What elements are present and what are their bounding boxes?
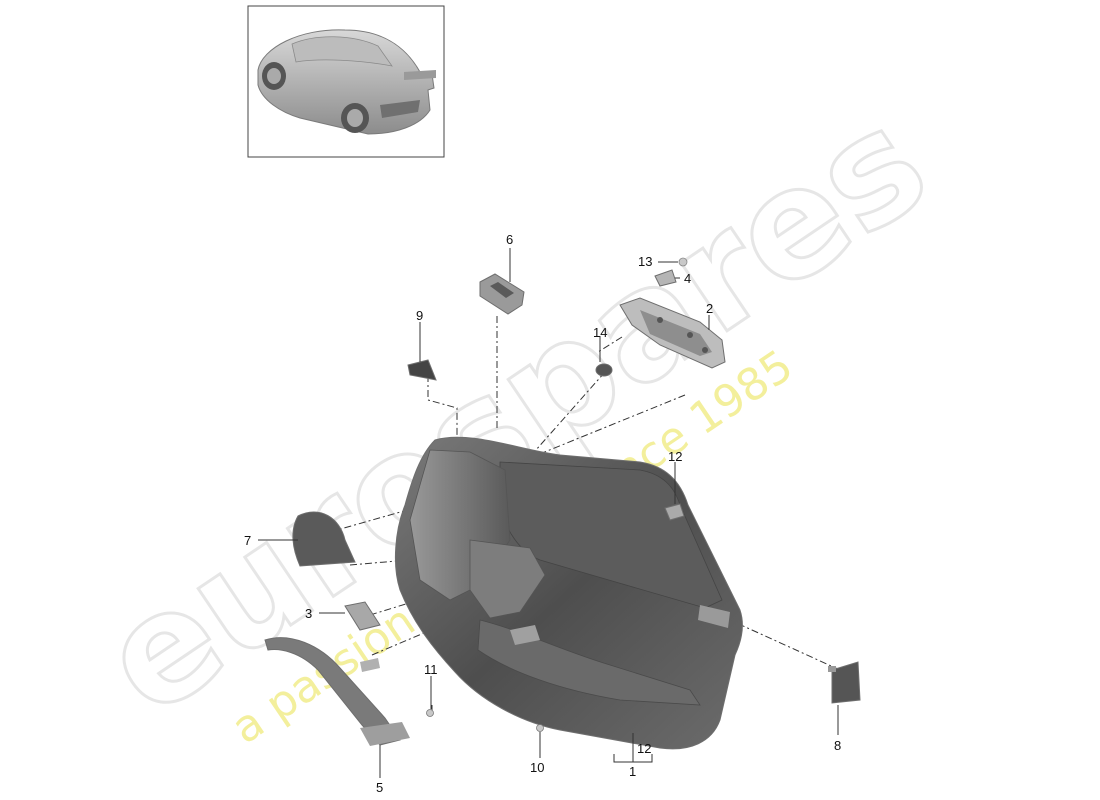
callout-8: 8 bbox=[834, 738, 841, 753]
part-8-end-cap bbox=[828, 661, 861, 704]
part-7-mirror-triangle bbox=[292, 511, 356, 567]
part-6-switch-frame bbox=[479, 273, 525, 315]
part-9-cover bbox=[407, 359, 437, 381]
car-rear-three-quarter-icon bbox=[257, 29, 436, 135]
callout-13: 13 bbox=[638, 254, 652, 269]
part-11-screw bbox=[426, 709, 434, 717]
part-3-trim bbox=[344, 601, 381, 631]
callouts: 6 13 4 2 9 14 12 7 3 11 12 10 8 1 5 bbox=[244, 232, 841, 795]
callout-6: 6 bbox=[506, 232, 513, 247]
part-10-screw bbox=[536, 724, 544, 732]
callout-1: 1 bbox=[629, 764, 636, 779]
leader-lines bbox=[258, 248, 839, 778]
callout-3: 3 bbox=[305, 606, 312, 621]
callout-12-upper: 12 bbox=[668, 449, 682, 464]
callout-4: 4 bbox=[684, 271, 691, 286]
callout-14: 14 bbox=[593, 325, 607, 340]
part-13-screw bbox=[678, 257, 688, 267]
callout-11: 11 bbox=[424, 662, 438, 677]
door-trim-panel bbox=[394, 436, 743, 750]
part-4-clip bbox=[654, 269, 677, 287]
callout-5: 5 bbox=[376, 780, 383, 795]
callout-12-lower: 12 bbox=[637, 741, 651, 756]
part-2-bracket bbox=[619, 297, 726, 369]
callout-2: 2 bbox=[706, 301, 713, 316]
callout-7: 7 bbox=[244, 533, 251, 548]
part-14-grommet bbox=[595, 363, 613, 377]
vehicle-thumbnail bbox=[247, 5, 445, 158]
part-12-clip-upper bbox=[664, 503, 685, 521]
callout-9: 9 bbox=[416, 308, 423, 323]
callout-10: 10 bbox=[530, 760, 544, 775]
part-5-grab-handle bbox=[264, 637, 410, 746]
